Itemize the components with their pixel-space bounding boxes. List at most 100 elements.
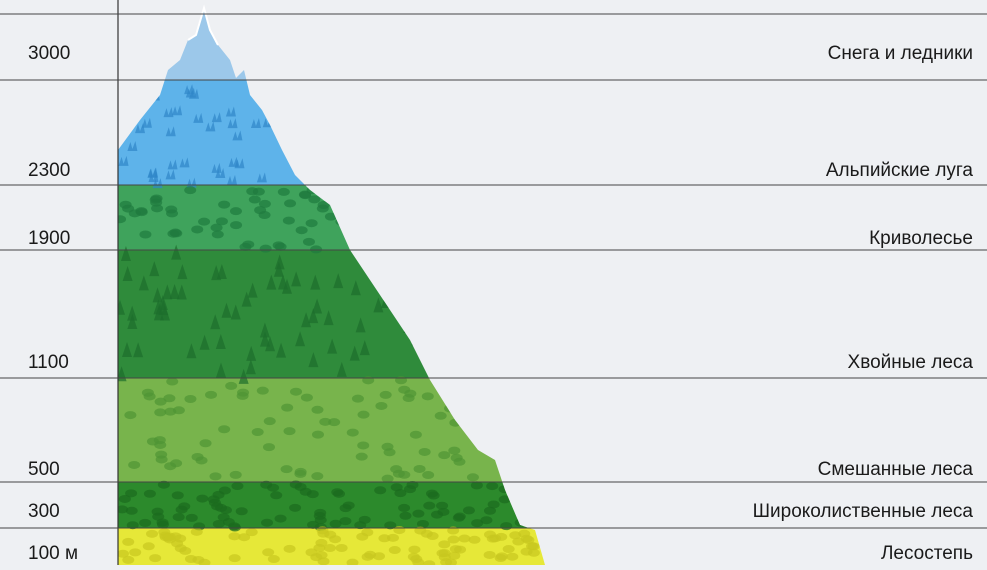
vegetation-mark: [154, 440, 167, 449]
vegetation-mark: [198, 217, 211, 226]
snow-peak-outline: [187, 4, 219, 46]
vegetation-mark: [152, 512, 165, 521]
vegetation-mark: [344, 115, 355, 126]
vegetation-mark: [184, 84, 195, 95]
vegetation-mark: [500, 522, 513, 531]
vegetation-mark: [172, 513, 185, 522]
vegetation-mark: [383, 448, 396, 457]
vegetation-mark: [282, 216, 295, 225]
vegetation-mark: [349, 345, 360, 361]
vegetation-mark: [290, 387, 303, 396]
vegetation-mark: [122, 555, 135, 564]
vegetation-mark: [468, 535, 481, 544]
vegetation-mark: [492, 192, 505, 201]
vegetation-mark: [347, 220, 360, 229]
vegetation-mark: [118, 366, 127, 382]
vegetation-mark: [413, 464, 426, 473]
vegetation-mark: [245, 359, 256, 375]
vegetation-mark: [362, 123, 373, 134]
vegetation-mark: [308, 195, 321, 204]
vegetation-mark: [446, 378, 459, 387]
vegetation-mark: [267, 483, 280, 492]
vegetation-mark: [254, 206, 267, 215]
zone-label-forest-steppe: Лесостепь: [880, 543, 973, 564]
vegetation-mark: [118, 155, 129, 166]
vegetation-mark: [375, 401, 388, 410]
vegetation-mark: [346, 428, 359, 437]
vegetation-mark: [218, 425, 231, 434]
vegetation-mark: [399, 511, 412, 520]
vegetation-mark: [291, 136, 302, 147]
vegetation-mark: [229, 470, 242, 479]
vegetation-mark: [339, 202, 352, 211]
vegetation-mark: [231, 482, 244, 491]
vegetation-mark: [495, 330, 506, 346]
vegetation-mark: [211, 112, 222, 123]
vegetation-mark: [190, 527, 203, 536]
vegetation-mark: [374, 191, 387, 200]
vegetation-mark: [315, 123, 326, 134]
vegetation-mark: [416, 144, 427, 155]
vegetation-mark: [280, 465, 293, 474]
vegetation-mark: [299, 191, 312, 200]
vegetation-mark: [314, 516, 327, 525]
altitude-label-3000: 3000: [28, 43, 71, 64]
vegetation-mark: [483, 550, 496, 559]
vegetation-mark: [531, 257, 542, 273]
vegetation-mark: [304, 92, 315, 103]
vegetation-mark: [351, 394, 364, 403]
vegetation-mark: [125, 506, 138, 515]
vegetation-mark: [393, 131, 404, 142]
vegetation-mark: [118, 215, 127, 224]
vegetation-mark: [141, 117, 152, 128]
vegetation-mark: [470, 481, 483, 490]
vegetation-mark: [409, 430, 422, 439]
vegetation-mark: [304, 154, 315, 165]
vegetation-mark: [335, 217, 348, 226]
vegetation-mark: [517, 222, 530, 231]
vegetation-mark: [310, 274, 321, 290]
vegetation-mark: [459, 419, 472, 428]
vegetation-mark: [456, 222, 469, 231]
vegetation-mark: [487, 123, 498, 134]
vegetation-mark: [278, 274, 289, 290]
vegetation-mark: [295, 226, 308, 235]
vegetation-mark: [458, 534, 471, 543]
vegetation-mark: [165, 169, 176, 180]
vegetation-mark: [299, 131, 310, 142]
vegetation-mark: [149, 554, 162, 563]
vegetation-mark: [227, 118, 238, 129]
vegetation-mark: [436, 549, 449, 558]
vegetation-mark: [150, 194, 163, 203]
vegetation-mark: [307, 520, 320, 529]
vegetation-mark: [527, 548, 540, 557]
vegetation-mark: [230, 304, 241, 320]
vegetation-mark: [404, 389, 417, 398]
vegetation-mark: [247, 282, 258, 298]
vegetation-mark: [227, 174, 238, 185]
vegetation-mark: [245, 528, 258, 537]
vegetation-mark: [225, 381, 238, 390]
vegetation-mark: [179, 157, 190, 168]
vegetation-mark: [306, 166, 317, 177]
vegetation-mark: [463, 367, 474, 383]
vegetation-mark: [370, 209, 383, 218]
vegetation-mark: [426, 532, 439, 541]
vegetation-mark: [429, 232, 442, 241]
vegetation-mark: [502, 417, 515, 426]
vegetation-mark: [196, 494, 209, 503]
vegetation-mark: [193, 112, 204, 123]
vegetation-mark: [411, 150, 422, 161]
vegetation-mark: [408, 545, 421, 554]
vegetation-mark: [377, 92, 388, 103]
vegetation-mark: [128, 460, 141, 469]
vegetation-mark: [513, 243, 524, 259]
vegetation-mark: [230, 221, 243, 230]
vegetation-mark: [350, 280, 361, 296]
vegetation-mark: [235, 507, 248, 516]
vegetation-mark: [142, 542, 155, 551]
zone-label-krummholz: Криволесье: [869, 228, 973, 249]
vegetation-mark: [530, 498, 543, 507]
